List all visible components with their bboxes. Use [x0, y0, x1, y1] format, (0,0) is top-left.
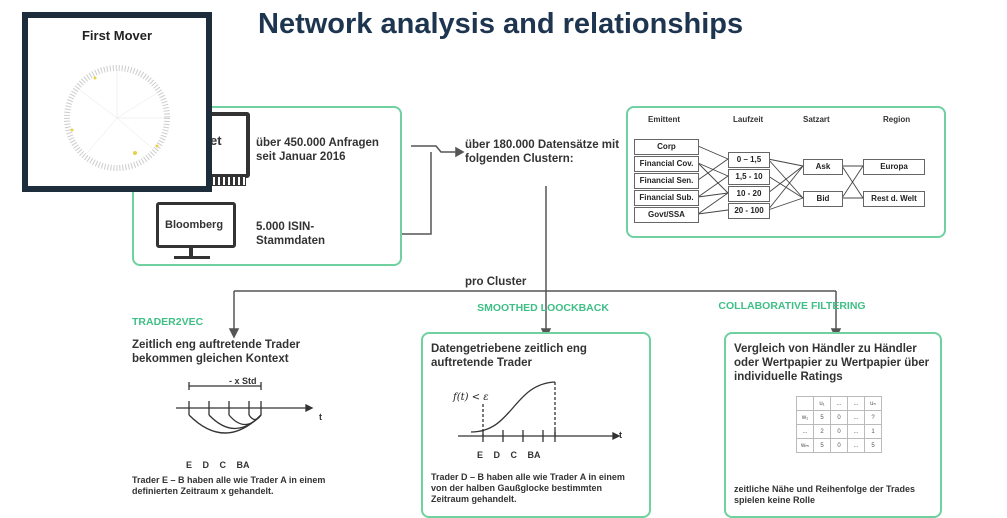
node-ask: Ask — [803, 159, 843, 175]
smoothed-box: Datengetriebene zeitlich eng auftretende… — [421, 332, 651, 518]
node-financial-sen: Financial Sen. — [634, 173, 699, 189]
collab-footer: zeitliche Nähe und Reihenfolge der Trade… — [734, 484, 916, 505]
method-collab-title: COLLABORATIVE FILTERING — [718, 300, 866, 312]
smoothed-axis-t: t — [619, 430, 622, 440]
header-laufzeit: Laufzeit — [733, 115, 764, 124]
terminal-label: et — [210, 133, 222, 148]
smoothed-formula: f(t) < ε — [453, 392, 489, 403]
smoothed-axis-labels: E D C BA — [477, 450, 541, 460]
node-financial-sub: Financial Sub. — [634, 190, 699, 206]
pro-cluster-label: pro Cluster — [465, 276, 527, 288]
method-smoothed-title: SMOOTHED LOOCKBACK — [477, 302, 609, 314]
node-corp: Corp — [634, 139, 699, 155]
trader2vec-footer: Trader E – B haben alle wie Trader A in … — [132, 475, 326, 496]
page-title: Network analysis and relationships — [258, 8, 744, 40]
node-europa: Europa — [863, 159, 925, 175]
matrix-row: u₁......uₙ — [796, 396, 882, 411]
node-govt-ssa: Govt/SSA — [634, 207, 699, 223]
cluster-edges — [697, 145, 864, 215]
trader2vec-timeline — [176, 382, 314, 434]
arrow-requests — [411, 145, 456, 153]
trader2vec-description: Zeitlich eng auftretende Trader bekommen… — [132, 339, 301, 365]
header-emittent: Emittent — [648, 115, 680, 124]
bloomberg-label: Bloomberg — [165, 219, 224, 231]
collab-description: Vergleich von Händler zu Händler oder We… — [734, 343, 930, 383]
node-laufzeit-2: 1,5 - 10 — [728, 169, 770, 185]
network-graph-icon — [64, 65, 170, 171]
method-trader2vec-title: TRADER2VEC — [132, 316, 204, 328]
node-laufzeit-3: 10 - 20 — [728, 186, 770, 202]
node-rest-welt: Rest d. Welt — [863, 191, 925, 207]
thumbnail-label: First Mover — [81, 28, 153, 43]
stand-base-icon — [174, 256, 210, 259]
trader2vec-axis-labels: E D C BA — [186, 460, 250, 470]
smoothed-footer: Trader D – B haben alle wie Trader A in … — [431, 472, 625, 504]
first-mover-thumbnail[interactable]: First Mover — [22, 12, 212, 192]
isin-text: 5.000 ISIN-Stammdaten — [256, 221, 326, 247]
stand-icon — [189, 248, 193, 256]
records-text: über 180.000 Datensätze mit folgenden Cl… — [465, 139, 620, 165]
requests-text: über 450.000 Anfragen seit Januar 2016 — [256, 137, 379, 163]
smoothed-curve — [458, 381, 621, 442]
bloomberg-screen-icon: Bloomberg — [156, 202, 236, 248]
node-financial-cov: Financial Cov. — [634, 156, 699, 172]
header-region: Region — [883, 115, 911, 124]
node-laufzeit-4: 20 - 100 — [728, 203, 770, 219]
node-laufzeit-1: 0 – 1,5 — [728, 152, 770, 168]
cluster-box: Emittent Laufzeit Satzart Region Corp Fi… — [626, 106, 946, 238]
std-label: - x Std — [229, 376, 257, 386]
trader2vec-axis-t: t — [319, 412, 322, 422]
collab-box: Vergleich von Händler zu Händler oder We… — [724, 332, 942, 518]
header-satzart: Satzart — [803, 115, 830, 124]
node-bid: Bid — [803, 191, 843, 207]
smoothed-description: Datengetriebene zeitlich eng auftretende… — [431, 343, 587, 369]
